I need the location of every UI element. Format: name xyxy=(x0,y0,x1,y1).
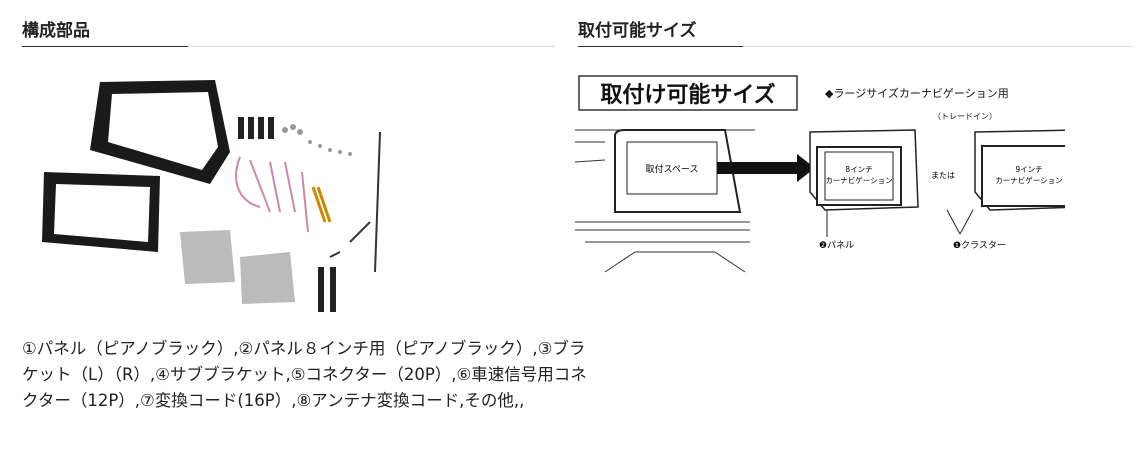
panel-label: ❷パネル xyxy=(819,240,854,251)
install-size-diagram: 取付け可能サイズ ◆ラージサイズカーナビゲーション用 （トレードイン） 取付スペ… xyxy=(575,75,1065,273)
parts-description: ①パネル（ピアノブラック）,②パネル８インチ用（ピアノブラック）,③ブラケット（… xyxy=(22,339,587,410)
banner-text: 取付け可能サイズ xyxy=(600,82,775,108)
parts-heading: 構成部品 xyxy=(22,21,90,41)
size-heading: 取付可能サイズ xyxy=(578,21,697,41)
nav9-size: 9インチ xyxy=(1015,165,1042,174)
nav8-label: カーナビゲーション xyxy=(825,176,892,185)
arrow-icon xyxy=(797,154,815,182)
or-label: または xyxy=(931,171,955,180)
banner-box xyxy=(578,75,798,111)
space-label: 取付スペース xyxy=(646,164,699,175)
nav9-label: カーナビゲーション xyxy=(995,176,1062,185)
cluster-label: ❶クラスター xyxy=(953,240,1006,251)
subtitle: ◆ラージサイズカーナビゲーション用 xyxy=(825,86,1009,100)
size-heading-rule xyxy=(578,46,1133,47)
nav8-size: 8インチ xyxy=(845,165,872,174)
parts-photo xyxy=(42,80,381,312)
tradein: （トレードイン） xyxy=(933,112,997,121)
parts-heading-rule xyxy=(22,46,555,47)
